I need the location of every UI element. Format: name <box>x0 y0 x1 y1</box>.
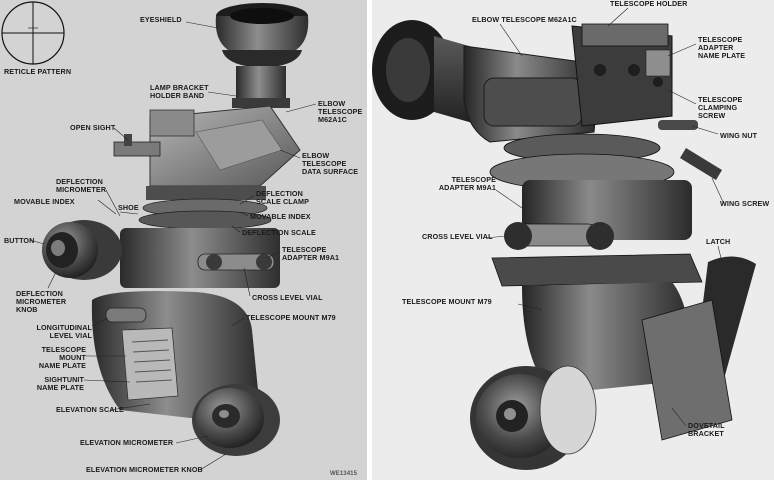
cross-level-vial-drawing <box>197 253 275 271</box>
label-eyeshield: EYESHIELD <box>140 15 182 24</box>
label-telescope-adapter-right: TELESCOPE ADAPTER M9A1 <box>438 175 496 192</box>
name-plate-drawing <box>121 327 179 401</box>
label-telescope-holder: TELESCOPE HOLDER <box>610 0 688 8</box>
elevation-micrometer-knob-drawing <box>192 384 280 456</box>
leader-lines <box>29 21 317 471</box>
reticle-pattern-icon <box>1 1 65 65</box>
right-view-panel: TELESCOPE HOLDER ELBOW TELESCOPE M62A1C … <box>372 0 774 480</box>
label-latch: LATCH <box>706 237 731 246</box>
label-deflection-scale-clamp: DEFLECTION SCALE CLAMP <box>256 189 310 206</box>
label-open-sight: OPEN SIGHT <box>70 123 116 132</box>
label-elbow-telescope-data-surface: ELBOW TELESCOPE DATA SURFACE <box>302 151 359 176</box>
label-movable-index-right: MOVABLE INDEX <box>250 212 311 221</box>
label-button: BUTTON <box>4 236 35 245</box>
left-view-drawing <box>1 1 317 471</box>
label-wing-screw: WING SCREW <box>720 199 770 208</box>
label-telescope-mount-name-plate: TELESCOPE MOUNT NAME PLATE <box>38 345 86 370</box>
label-reticle-pattern: RETICLE PATTERN <box>4 67 72 76</box>
cross-level-vial-right-drawing <box>504 222 614 250</box>
wing-nut-drawing <box>658 120 722 180</box>
eyeshield-drawing <box>215 3 309 68</box>
label-telescope-clamping-screw: TELESCOPE CLAMPING SCREW <box>698 95 743 120</box>
telescope-holder-drawing <box>571 23 673 127</box>
label-cross-level-vial-left: CROSS LEVEL VIAL <box>252 293 323 302</box>
label-elevation-micrometer-knob: ELEVATION MICROMETER KNOB <box>86 465 203 474</box>
label-deflection-micrometer: DEFLECTION MICROMETER <box>56 177 107 194</box>
label-lamp-bracket-holder-band: LAMP BRACKET HOLDER BAND <box>150 83 209 100</box>
label-elbow-telescope-right: ELBOW TELESCOPE M62A1C <box>472 15 577 24</box>
label-dovetail-bracket: DOVETAIL BRACKET <box>688 421 725 438</box>
dovetail-bracket-drawing <box>641 299 733 441</box>
label-sightunit-name-plate: SIGHTUNIT NAME PLATE <box>36 375 84 392</box>
panel-divider <box>367 0 372 480</box>
label-telescope-mount-left: TELESCOPE MOUNT M79 <box>246 313 336 322</box>
label-movable-index-left: MOVABLE INDEX <box>14 197 75 206</box>
label-elevation-scale: ELEVATION SCALE <box>56 405 124 414</box>
elbow-telescope-right-drawing <box>372 20 596 143</box>
label-shoe: SHOE <box>118 203 139 212</box>
label-cross-level-vial-right: CROSS LEVEL VIAL <box>422 232 493 241</box>
label-telescope-adapter-left: TELESCOPE ADAPTER M9A1 <box>282 245 340 262</box>
label-deflection-scale: DEFLECTION SCALE <box>242 228 316 237</box>
label-elevation-micrometer: ELEVATION MICROMETER <box>80 438 174 447</box>
leader-lines-right <box>485 7 725 427</box>
deflection-micrometer-knob-drawing <box>42 220 122 280</box>
label-wing-nut: WING NUT <box>720 131 758 140</box>
label-telescope-adapter-name-plate: TELESCOPE ADAPTER NAME PLATE <box>698 35 746 60</box>
label-telescope-mount-right: TELESCOPE MOUNT M79 <box>402 297 492 306</box>
longitudinal-level-vial-drawing <box>105 307 147 323</box>
label-longitudinal-level-vial: LONGITUDINAL LEVEL VIAL <box>36 323 92 340</box>
right-view-drawing <box>372 7 756 470</box>
label-deflection-micrometer-knob: DEFLECTION MICROMETER KNOB <box>16 289 67 314</box>
label-elbow-telescope-left: ELBOW TELESCOPE M62A1C <box>318 99 363 124</box>
elevation-knob-right-drawing <box>470 365 597 470</box>
label-figure-code: WE13415 <box>330 471 358 477</box>
left-view-panel: RETICLE PATTERN EYESHIELD LAMP BRACKET H… <box>0 0 367 480</box>
